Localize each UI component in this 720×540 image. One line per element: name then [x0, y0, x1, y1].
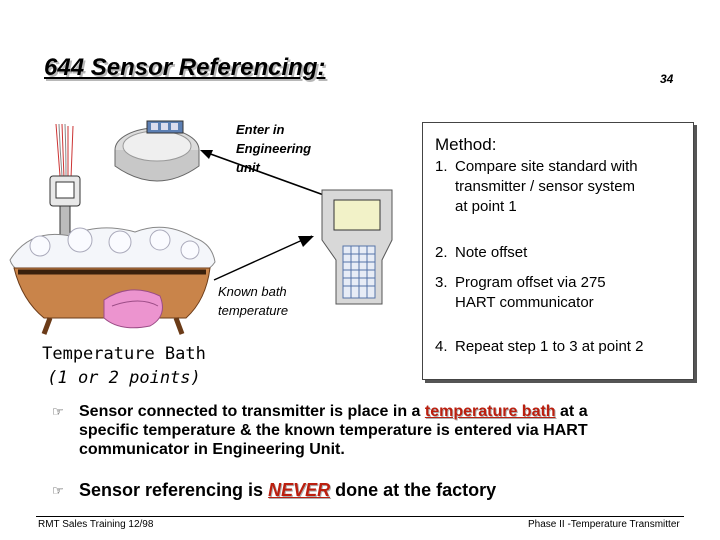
page-number: 34 — [660, 72, 674, 86]
step-text: Compare site standard with — [455, 158, 638, 175]
bullet-text-part: done at the factory — [330, 480, 497, 500]
bullet-text: Sensor referencing is NEVER done at the … — [79, 481, 496, 500]
step-text: at point 1 — [455, 198, 517, 215]
step-text: Repeat step 1 to 3 at point 2 — [455, 338, 644, 355]
callout-line: Known bath — [218, 284, 287, 299]
step-number: 1. — [435, 158, 448, 175]
step-text: Program offset via 275 — [455, 274, 606, 291]
method-step-1: 1. Compare site standard with transmitter… — [435, 157, 638, 217]
footer-left: RMT Sales Training 12/98 — [38, 519, 154, 530]
bullet-text-part: Sensor referencing is — [79, 480, 269, 500]
pointing-hand-icon: ☞ — [52, 483, 64, 498]
hart-communicator-icon — [321, 189, 393, 305]
callout-line: Engineering — [236, 141, 312, 156]
slide-title: 644 Sensor Referencing: — [44, 54, 326, 81]
bathtub-icon — [9, 226, 216, 335]
step-text: transmitter / sensor system — [455, 178, 636, 195]
step-number: 2. — [435, 244, 448, 261]
bath-caption-line1: Temperature Bath — [42, 344, 206, 364]
bath-caption: Temperature Bath (1 or 2 points) — [24, 342, 224, 390]
engineering-unit-callout: Enter in Engineering unit — [236, 120, 311, 177]
callout-line: temperature — [218, 303, 289, 318]
sensor-probe-icon — [49, 123, 81, 257]
footer-right: Phase II -Temperature Transmitter — [528, 519, 680, 530]
bullet-text-part: communicator in Engineering Unit. — [79, 441, 345, 458]
known-bath-callout: Known bath temperature — [218, 282, 288, 320]
method-step-4: 4. Repeat step 1 to 3 at point 2 — [435, 337, 643, 357]
method-step-3: 3. Program offset via 275 HART communicat… — [435, 273, 606, 313]
bullet-item: ☞ Sensor referencing is NEVER done at th… — [52, 481, 496, 500]
callout-line: Enter in — [236, 122, 285, 137]
bullet-text-part: specific temperature & the known tempera… — [79, 422, 588, 439]
method-box: Method: 1. Compare site standard with tra… — [422, 122, 694, 380]
bath-caption-line2: (1 or 2 points) — [47, 368, 201, 388]
footer-divider — [36, 516, 684, 517]
bullet-text: Sensor connected to transmitter is place… — [79, 402, 588, 459]
step-number: 3. — [435, 274, 448, 291]
method-step-2: 2. Note offset — [435, 243, 527, 263]
highlight-text: temperature bath — [424, 403, 556, 420]
step-text: Note offset — [455, 244, 528, 261]
transmitter-icon — [114, 120, 200, 182]
step-number: 4. — [435, 338, 448, 355]
step-text: HART communicator — [455, 294, 594, 311]
bullet-text-part: at a — [555, 403, 588, 420]
callout-line: unit — [236, 160, 260, 175]
highlight-text: NEVER — [268, 480, 331, 500]
bullet-item: ☞ Sensor connected to transmitter is pla… — [52, 402, 588, 459]
method-title: Method: — [435, 135, 497, 154]
bullet-text-part: Sensor connected to transmitter is place… — [79, 403, 425, 420]
pointing-hand-icon: ☞ — [52, 404, 64, 419]
